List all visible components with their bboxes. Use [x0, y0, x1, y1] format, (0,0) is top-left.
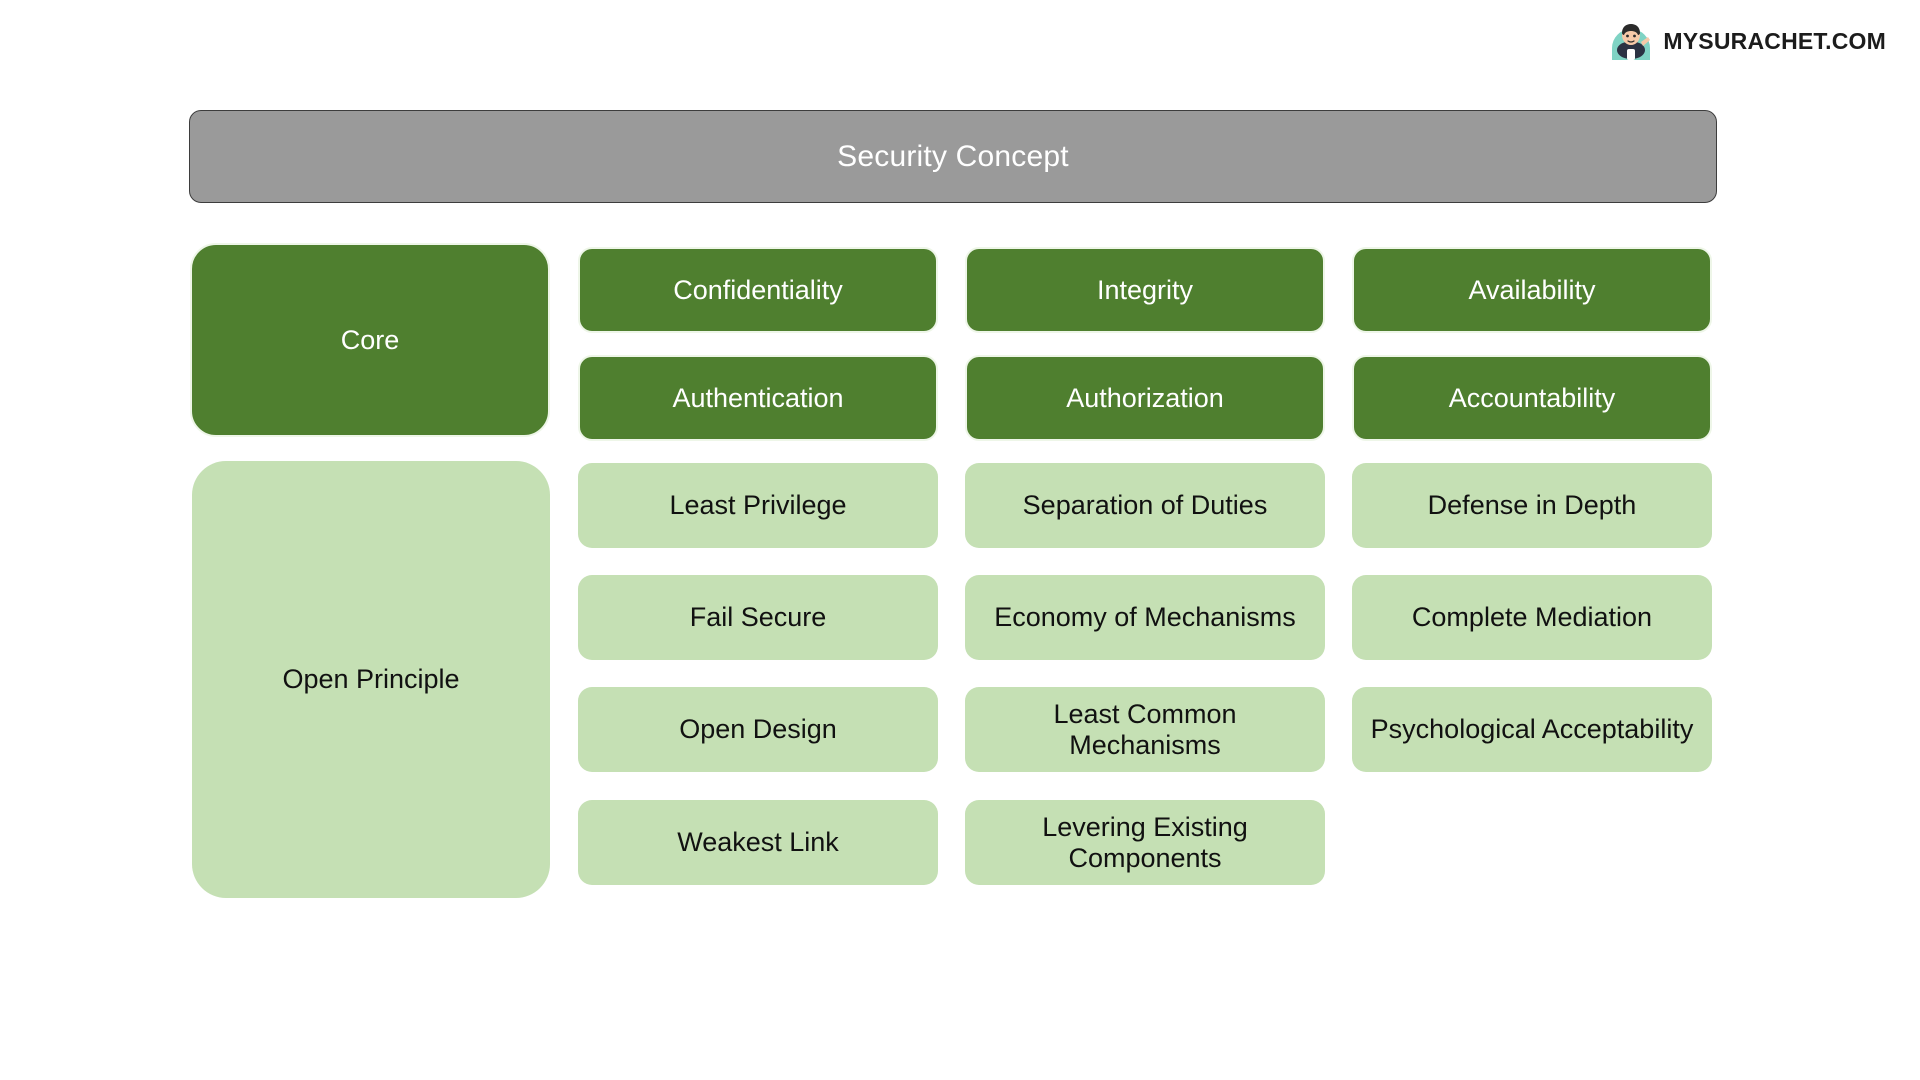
- core-item-confidentiality[interactable]: Confidentiality: [578, 247, 938, 333]
- diagram-title-bar: Security Concept: [189, 110, 1717, 203]
- section-label-core: Core: [190, 243, 550, 437]
- principle-item-fail-secure[interactable]: Fail Secure: [578, 575, 938, 660]
- principle-item-psychological-acceptability[interactable]: Psychological Acceptability: [1352, 687, 1712, 772]
- principle-item-economy-of-mechanisms[interactable]: Economy of Mechanisms: [965, 575, 1325, 660]
- principle-item-separation-of-duties[interactable]: Separation of Duties: [965, 463, 1325, 548]
- core-item-authentication[interactable]: Authentication: [578, 355, 938, 441]
- principle-item-least-privilege[interactable]: Least Privilege: [578, 463, 938, 548]
- watermark: MYSURACHET.COM: [1608, 18, 1886, 64]
- principle-item-defense-in-depth[interactable]: Defense in Depth: [1352, 463, 1712, 548]
- avatar-person-icon: [1608, 18, 1655, 64]
- watermark-label: MYSURACHET.COM: [1663, 27, 1886, 54]
- principle-item-least-common-mechanisms[interactable]: Least Common Mechanisms: [965, 687, 1325, 772]
- principle-item-open-design[interactable]: Open Design: [578, 687, 938, 772]
- principle-item-weakest-link[interactable]: Weakest Link: [578, 800, 938, 885]
- principle-item-complete-mediation[interactable]: Complete Mediation: [1352, 575, 1712, 660]
- section-label-open-principle: Open Principle: [192, 461, 550, 898]
- core-item-authorization[interactable]: Authorization: [965, 355, 1325, 441]
- core-item-availability[interactable]: Availability: [1352, 247, 1712, 333]
- page-title: Security Concept: [837, 139, 1069, 173]
- core-item-integrity[interactable]: Integrity: [965, 247, 1325, 333]
- principle-item-levering-existing-components[interactable]: Levering Existing Components: [965, 800, 1325, 885]
- core-item-accountability[interactable]: Accountability: [1352, 355, 1712, 441]
